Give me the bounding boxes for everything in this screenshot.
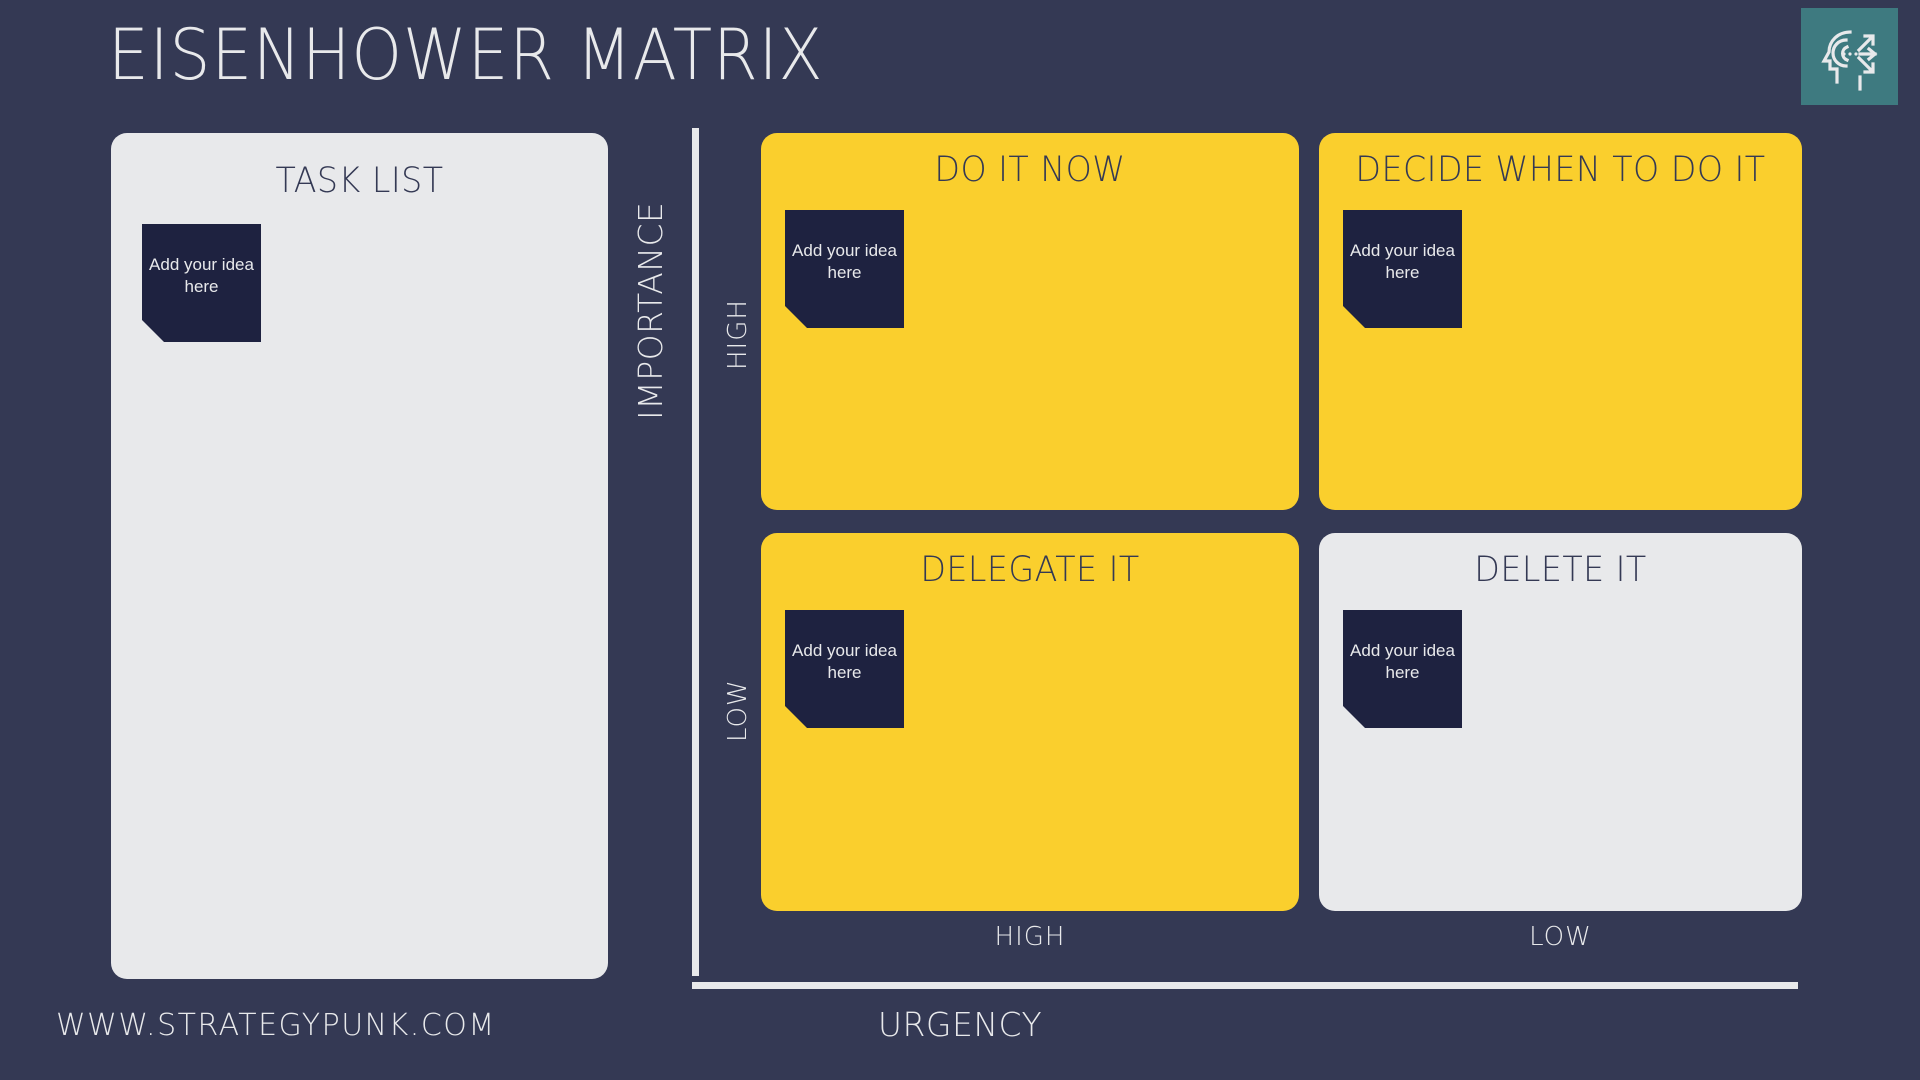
x-tick-high: HIGH [994,922,1066,952]
axis-title-importance: IMPORTANCE [631,201,670,420]
strategypunk-logo [1801,8,1898,105]
y-tick-high: HIGH [723,299,753,370]
quadrant-title: DELETE IT [1474,550,1647,590]
x-tick-low: LOW [1529,922,1592,952]
quadrant-delegate-it[interactable]: DELEGATE IT Add your idea here [761,533,1299,911]
head-strategy-arrows-icon [1816,23,1884,91]
page-title: EISENHOWER MATRIX [108,14,824,96]
y-tick-low: LOW [723,679,753,742]
sticky-note[interactable]: Add your idea here [785,610,904,728]
quadrant-title: DO IT NOW [934,150,1126,190]
task-list-panel[interactable]: TASK LIST Add your idea here [111,133,608,979]
quadrant-title: DELEGATE IT [920,550,1140,590]
task-list-title: TASK LIST [275,161,444,201]
urgency-axis-line [692,982,1798,989]
quadrant-decide-when-to-do-it[interactable]: DECIDE WHEN TO DO IT Add your idea here [1319,133,1802,510]
sticky-note[interactable]: Add your idea here [142,224,261,342]
sticky-note[interactable]: Add your idea here [785,210,904,328]
quadrant-do-it-now[interactable]: DO IT NOW Add your idea here [761,133,1299,510]
axis-title-urgency: URGENCY [877,1005,1043,1044]
quadrant-title: DECIDE WHEN TO DO IT [1355,150,1766,190]
sticky-note[interactable]: Add your idea here [1343,610,1462,728]
importance-axis-line [692,128,699,976]
footer-url: WWW.STRATEGYPUNK.COM [56,1008,496,1043]
quadrant-delete-it[interactable]: DELETE IT Add your idea here [1319,533,1802,911]
sticky-note[interactable]: Add your idea here [1343,210,1462,328]
